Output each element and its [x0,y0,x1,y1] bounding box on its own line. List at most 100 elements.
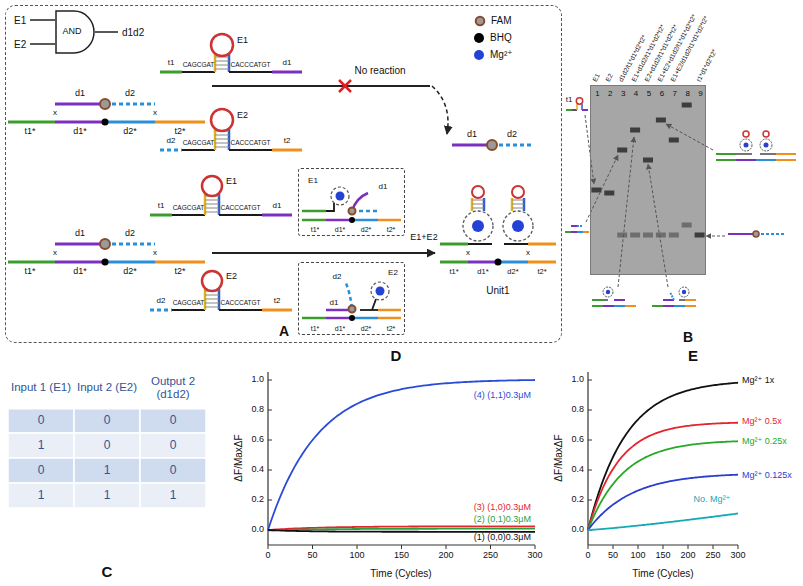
table-cell: 0 [104,439,111,452]
domain-label: d1 [379,183,388,192]
gel-band [617,148,627,153]
table-cell: 1 [104,464,111,477]
domain-label: t2 [274,297,281,306]
mg-ion [472,220,484,232]
tick-label: 0.6 [251,435,264,445]
table-cell: 1 [38,489,45,502]
table-cell-fill [8,433,74,458]
t2-star-strand [378,219,401,222]
t1-star-strand [8,261,55,264]
toehold-strand [160,71,182,74]
axis-tick [588,500,592,501]
lane-number: 8 [685,90,689,99]
junction-mark: x [466,249,470,258]
d1-star-strand [326,219,352,222]
tick-label: 250 [483,551,498,561]
icon-strand [776,159,796,161]
bhq-quencher [495,259,502,266]
d2-star-strand [352,219,378,222]
domain-label: d2* [507,268,518,276]
domain-label: d1* [335,226,346,234]
data-curve [268,380,535,530]
sequence-strand [504,243,528,245]
icon-loop [743,131,749,137]
axis-tick [588,410,592,411]
domain-label: t1 [158,202,165,211]
bhq-quencher [102,259,109,266]
tick-label: 300 [527,551,542,561]
d1-star-strand [326,317,352,320]
table-cell-fill [74,483,140,508]
junction-mark: x [53,109,57,118]
t1-strand [302,210,326,213]
bhq-quencher [102,119,109,126]
d1-star-strand [55,261,105,264]
panel-letter: B [683,330,693,345]
t2-star-strand [155,121,205,124]
domain-label: d2 [333,273,342,282]
panel-letter: A [279,324,289,339]
lane-number: 4 [634,90,638,99]
domain-label: d1 [283,59,292,68]
gate-signal: E1 [14,15,26,26]
tick-label: 1.0 [571,375,584,385]
table-cell: 1 [38,439,45,452]
strand-name: E2 [226,272,237,282]
legend: FAMBHQMg²⁺ [474,12,513,63]
gel-band [669,138,679,143]
axis-tick [688,545,689,549]
base-pair [205,204,219,205]
domain-label: d1 [467,130,477,140]
sequence-strand [182,149,215,151]
domain-label: d1 [75,89,85,99]
domain-label: d2 [157,297,166,306]
blocked-mark [339,80,351,92]
tick-label: 0.4 [571,465,584,475]
sequence-text: CAGCGAT [173,204,205,211]
tick-label: 0.2 [571,495,584,505]
sequence-text: CACCCATGT [231,139,271,146]
domain-label: t2* [387,325,396,333]
base-pair [205,303,219,304]
axis-tick [268,545,269,549]
gate-wire [30,19,55,21]
gel-band [643,233,653,238]
t2-star-strand [155,261,205,264]
strand-name: E2 [237,111,248,121]
data-curve [268,529,535,531]
table-cell: 0 [170,439,177,452]
data-curve [268,530,535,532]
unit-label: Unit1 [486,285,509,296]
domain-label: d2* [361,226,372,234]
axis-tick [268,380,272,381]
fam-fluorophore [349,306,356,313]
open-loop [331,187,349,205]
domain-label: d1 [330,299,339,308]
axis-line [587,372,588,545]
curve-label: Mg²⁺ 0.5x [742,417,782,427]
data-curve [588,383,738,530]
legend-row: BHQ [474,29,513,46]
base-pair [215,61,229,62]
curve-label: (4) (1,1)0.3μM [472,391,533,401]
domain-label: t1* [24,267,35,277]
table-header-cell [8,368,206,408]
domain-label: t1* [449,268,458,276]
axis-tick [268,500,272,501]
axis-tick [535,545,536,549]
legend-text: BHQ [490,32,512,43]
icon-strand [576,104,578,110]
sequence-text: CAGCGAT [173,299,205,306]
table-cell-fill [74,458,140,483]
base-pair [205,307,219,308]
panel-letter: D [391,348,402,365]
gel-image: 123456789 [590,85,706,275]
d1-star-strand [55,121,105,124]
sequence-strand [219,214,262,216]
table-cell: 0 [38,414,45,427]
legend-text: FAM [491,15,512,26]
table-header: Input 2 (E2) [76,381,138,394]
domain-label: t2 [284,137,291,146]
sequence-strand [360,309,378,311]
